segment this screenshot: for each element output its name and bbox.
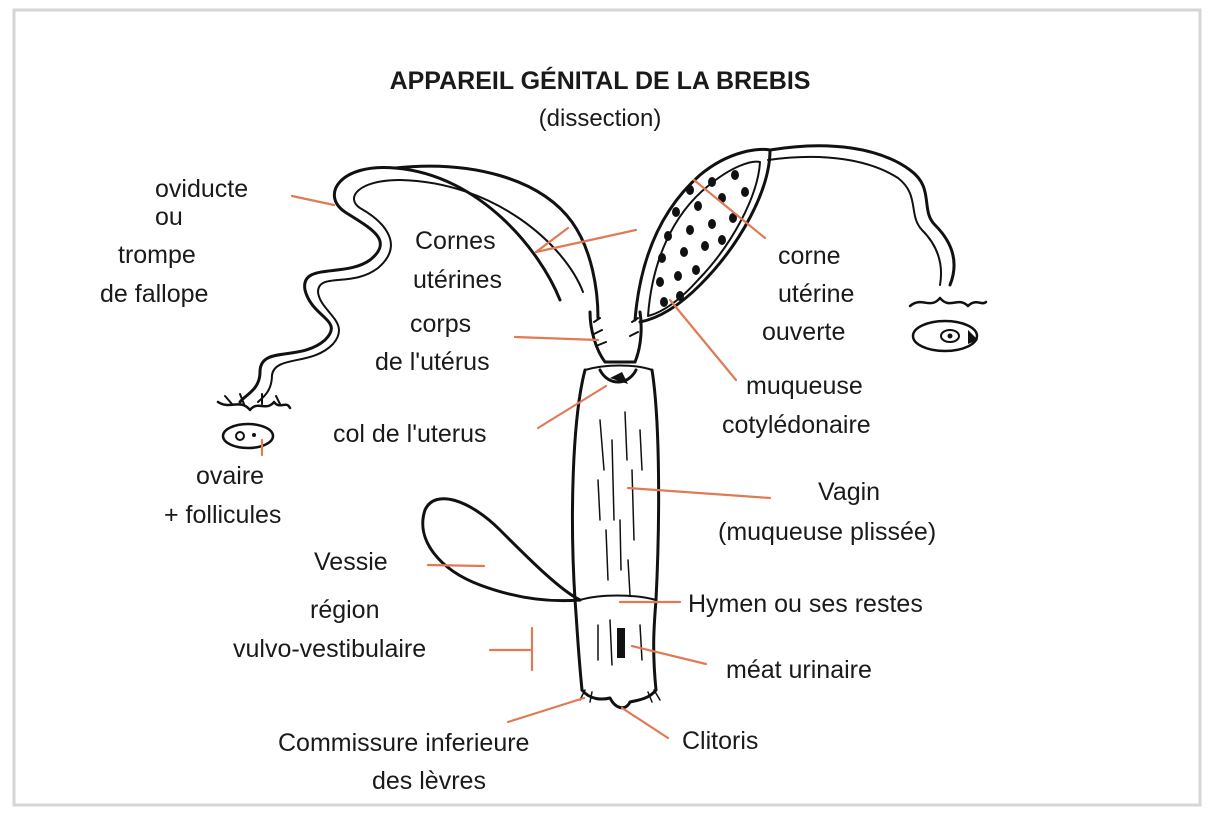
left-ovary xyxy=(223,424,273,448)
label-vessie: Vessie xyxy=(314,548,388,576)
leader-vagin xyxy=(628,488,770,498)
label-meat: méat urinaire xyxy=(726,656,872,684)
label-muqueuse-plissee: (muqueuse plissée) xyxy=(718,518,936,546)
label-uterine: utérine xyxy=(778,280,854,308)
labels: oviducte ou trompe de fallope ovaire + f… xyxy=(100,175,936,795)
right-horn-open xyxy=(635,149,770,322)
vagina xyxy=(572,366,660,708)
diagram-title: APPAREIL GÉNITAL DE LA BREBIS xyxy=(390,66,811,95)
label-clitoris: Clitoris xyxy=(682,727,758,755)
label-de-l-uterus: de l'utérus xyxy=(375,348,490,376)
right-ovary xyxy=(913,321,978,351)
label-cotyledonaire: cotylédonaire xyxy=(722,411,871,439)
label-region: région xyxy=(310,596,380,624)
leader-clitoris xyxy=(622,708,668,738)
uterine-body xyxy=(590,312,641,384)
label-ovaire: ovaire xyxy=(196,462,264,490)
bladder xyxy=(423,499,580,601)
leader-meat xyxy=(632,646,706,664)
leader-commissure xyxy=(508,698,584,722)
label-ouverte: ouverte xyxy=(762,318,845,346)
leader-vessie xyxy=(428,565,484,566)
label-muqueuse: muqueuse xyxy=(746,372,863,400)
label-uterines: utérines xyxy=(413,266,502,294)
label-cornes: Cornes xyxy=(415,227,496,255)
leader-muqueuse xyxy=(670,300,736,380)
label-oviducte: oviducte xyxy=(155,175,248,203)
label-vagin: Vagin xyxy=(818,478,880,506)
diagram-subtitle: (dissection) xyxy=(539,105,662,132)
label-des-levres: des lèvres xyxy=(372,767,486,795)
label-ou: ou xyxy=(155,203,183,231)
leader-corps xyxy=(515,337,598,340)
leader-oviducte xyxy=(292,196,334,205)
label-corne: corne xyxy=(778,242,841,270)
label-trompe: trompe xyxy=(118,241,196,269)
label-de-fallope: de fallope xyxy=(100,280,208,308)
leader-col xyxy=(538,386,606,428)
label-follicules: + follicules xyxy=(164,501,281,529)
label-vulvo: vulvo-vestibulaire xyxy=(233,635,426,663)
label-hymen: Hymen ou ses restes xyxy=(688,590,923,618)
label-commissure: Commissure inferieure xyxy=(278,729,529,757)
label-corps: corps xyxy=(410,310,471,338)
label-col: col de l'uterus xyxy=(333,420,486,448)
